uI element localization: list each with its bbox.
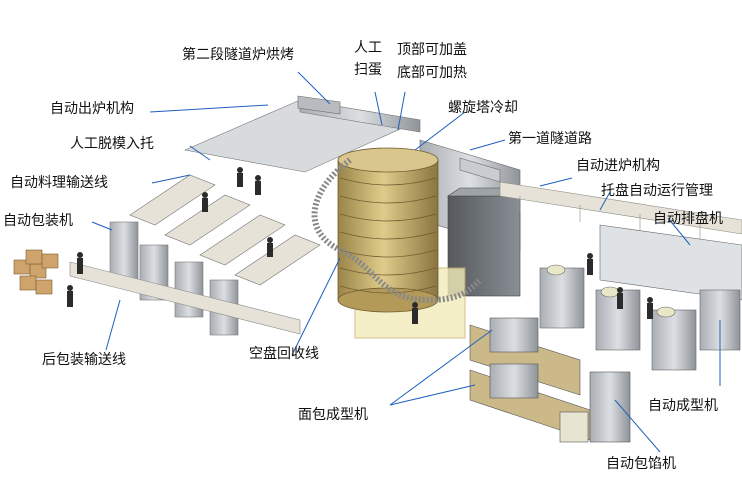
label-auto-infeed: 自动进炉机构 xyxy=(576,158,660,174)
workers xyxy=(67,167,653,324)
panning-machines xyxy=(539,224,742,371)
label-auto-panning-machine: 自动排盘机 xyxy=(653,211,723,227)
carton-boxes xyxy=(13,249,59,295)
label-manual: 人工 xyxy=(354,40,382,56)
label-tray-auto-management: 托盘自动运行管理 xyxy=(601,183,713,199)
label-empty-tray-return: 空盘回收线 xyxy=(249,346,319,362)
infeed-conveyor xyxy=(499,181,742,240)
spiral-cooling-tower xyxy=(337,147,466,339)
label-bottom-add-heat: 底部可加热 xyxy=(397,65,467,81)
label-top-add-cover: 顶部可加盖 xyxy=(397,42,467,58)
post-packing-conveyor xyxy=(69,261,301,335)
label-post-packing-conveyor: 后包装输送线 xyxy=(42,352,126,368)
label-spiral-cooling: 螺旋塔冷却 xyxy=(448,100,518,116)
label-first-tunnel: 第一道隧道路 xyxy=(508,131,592,147)
second-tunnel-oven xyxy=(183,95,422,173)
label-bread-forming-machine: 面包成型机 xyxy=(298,407,368,423)
handling-tables xyxy=(109,174,321,336)
label-egg-wash: 扫蛋 xyxy=(354,62,382,78)
label-auto-outfeed: 自动出炉机构 xyxy=(50,101,134,117)
label-auto-forming-machine: 自动成型机 xyxy=(648,398,718,414)
label-auto-packing-machine: 自动包装机 xyxy=(3,213,73,229)
label-auto-handling-line: 自动料理输送线 xyxy=(10,175,108,191)
forming-machines xyxy=(469,317,631,443)
label-auto-encrusting-machine: 自动包馅机 xyxy=(606,456,676,472)
label-second-tunnel-oven: 第二段隧道炉烘烤 xyxy=(182,47,294,63)
first-tunnel-oven xyxy=(419,139,533,297)
label-manual-depan: 人工脱模入托 xyxy=(70,136,154,152)
leader-lines xyxy=(91,71,721,453)
